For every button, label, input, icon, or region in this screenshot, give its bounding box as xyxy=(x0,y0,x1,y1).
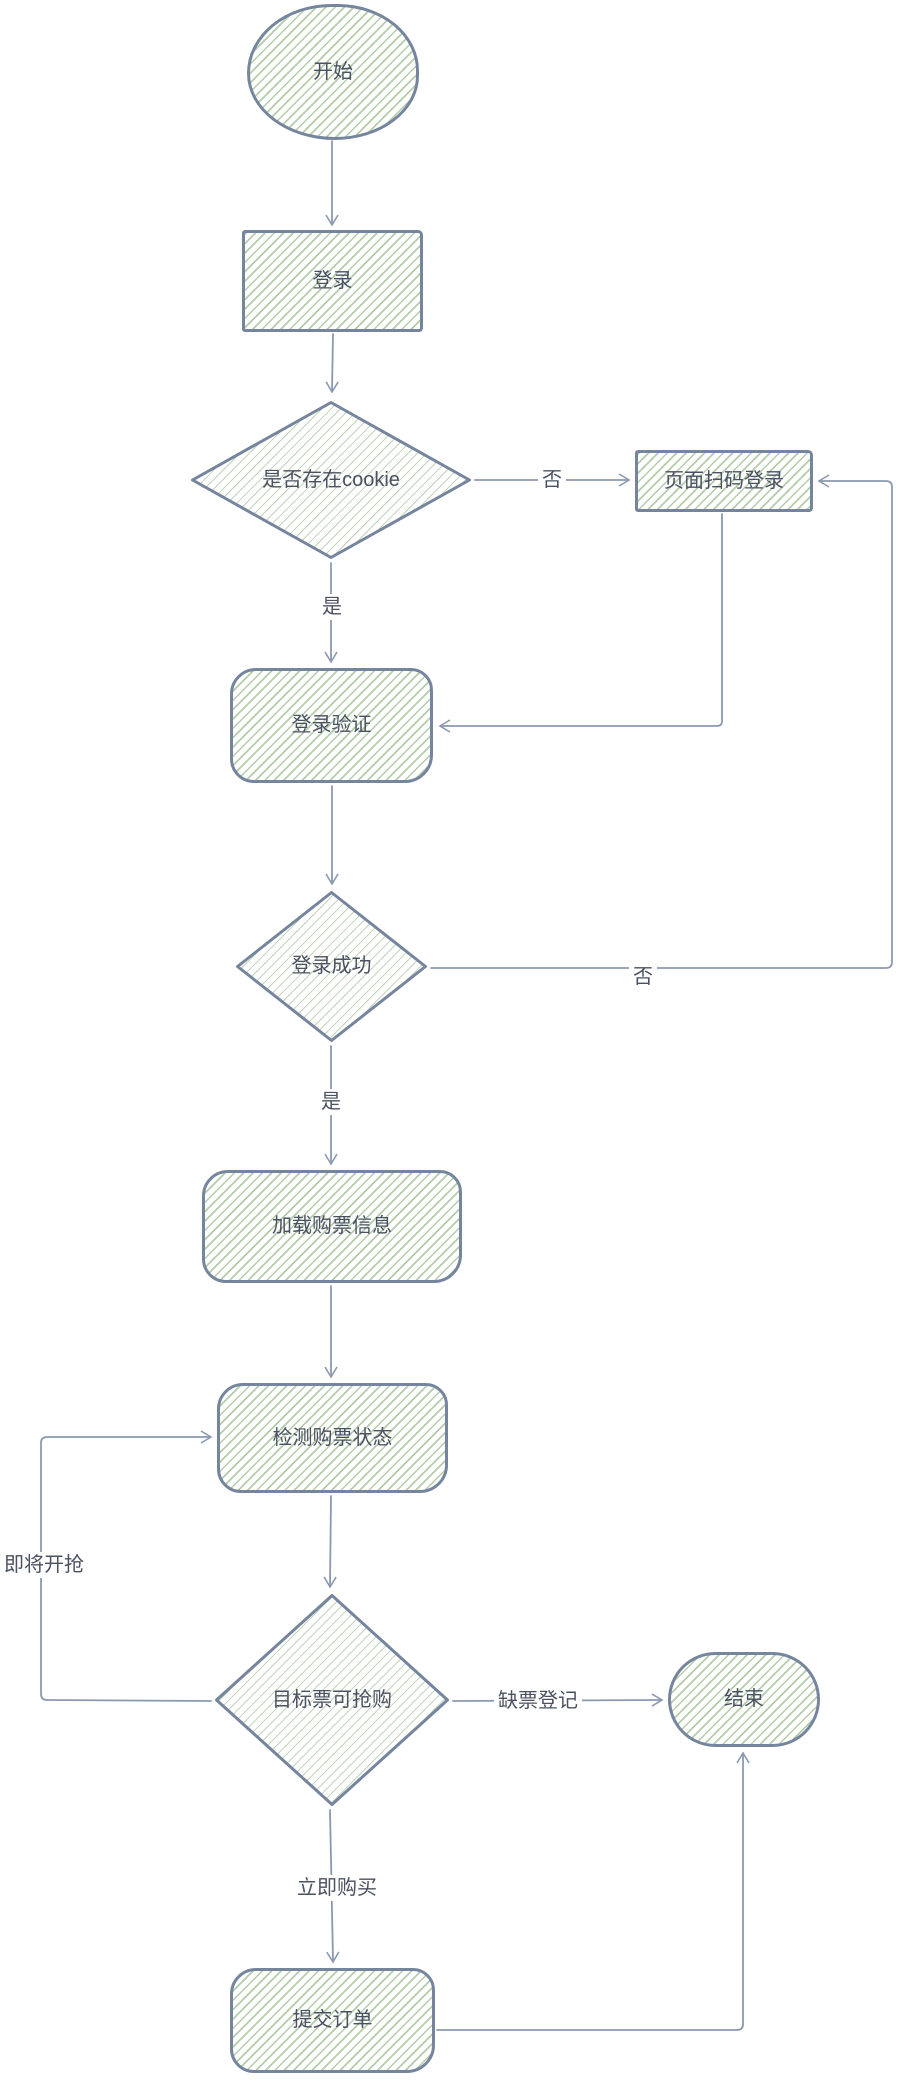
node-label: 加载购票信息 xyxy=(272,1215,392,1237)
edge-label-success-yes: 是 xyxy=(317,1089,345,1115)
edge-success-no-scan xyxy=(430,474,893,969)
node-submit-order: 提交订单 xyxy=(230,1968,435,2073)
edge-scan-verify xyxy=(438,513,723,733)
node-login-success: 登录成功 xyxy=(235,890,428,1043)
node-label: 登录验证 xyxy=(291,714,372,736)
edge-submit-end xyxy=(436,1751,750,2031)
edge-label-cookie-no: 否 xyxy=(538,467,566,493)
diamond-shape xyxy=(191,401,471,559)
node-label: 登录成功 xyxy=(291,955,372,977)
node-login: 登录 xyxy=(242,230,423,332)
node-target-available: 目标票可抢购 xyxy=(214,1593,450,1807)
node-start: 开始 xyxy=(247,4,419,140)
node-label: 目标票可抢购 xyxy=(272,1688,392,1711)
node-label: 结束 xyxy=(724,1688,764,1710)
edge-label-no-ticket-register: 缺票登记 xyxy=(494,1688,582,1714)
diamond-shape xyxy=(236,891,427,1042)
edge-label-success-no: 否 xyxy=(629,964,657,990)
edge-check-target xyxy=(323,1495,337,1589)
node-label: 页面扫码登录 xyxy=(664,469,784,492)
node-login-verify: 登录验证 xyxy=(230,668,433,783)
edge-label-buy-now: 立即购买 xyxy=(293,1875,381,1901)
diamond-shape xyxy=(215,1594,449,1806)
edge-label-cookie-yes: 是 xyxy=(318,594,346,620)
node-label: 开始 xyxy=(313,60,353,83)
node-label: 登录 xyxy=(312,269,353,292)
node-end: 结束 xyxy=(668,1652,820,1747)
edge-label-upcoming-sale: 即将开抢 xyxy=(0,1552,88,1578)
node-label: 是否存在cookie xyxy=(262,468,400,491)
node-check-status: 检测购票状态 xyxy=(217,1383,448,1493)
node-label: 检测购票状态 xyxy=(272,1426,393,1449)
node-cookie-check: 是否存在cookie xyxy=(190,400,472,560)
node-label: 提交订单 xyxy=(292,2009,373,2031)
edge-login-cookie xyxy=(325,333,339,394)
node-scan-login: 页面扫码登录 xyxy=(635,450,813,512)
node-load-ticket-info: 加载购票信息 xyxy=(202,1170,462,1283)
